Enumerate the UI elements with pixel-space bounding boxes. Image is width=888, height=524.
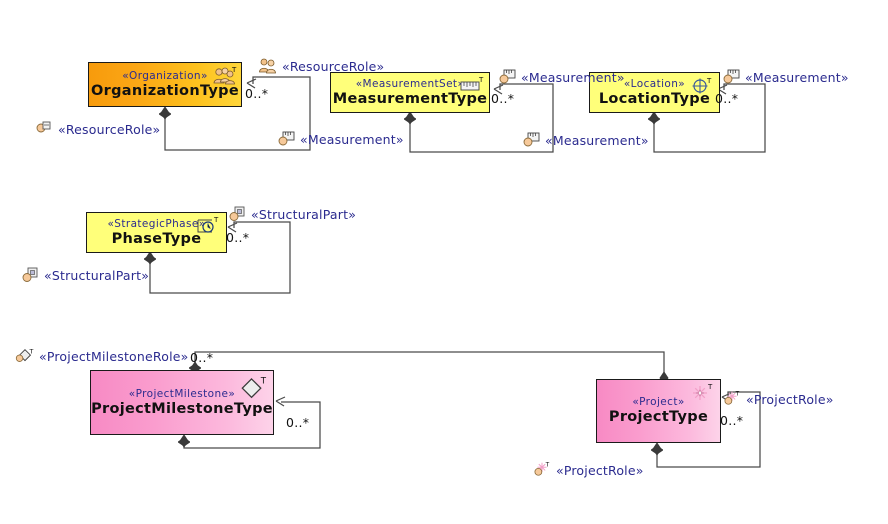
resource-role-people-icon [259, 58, 276, 74]
class-box-phase-type[interactable]: «StrategicPhase» PhaseType T [86, 212, 227, 253]
class-box-measurement-type[interactable]: «MeasurementSet» MeasurementType T [330, 72, 490, 113]
structural-part-icon [229, 206, 245, 221]
class-stereotype: «Organization» [122, 69, 208, 82]
role-label-resourcerole-top[interactable]: «ResourceRole» [258, 57, 384, 75]
role-label-measurement-org[interactable]: «Measurement» [276, 130, 404, 148]
class-stereotype: «ProjectMilestone» [128, 387, 236, 400]
role-label-projectrole-right[interactable]: T «ProjectRole» [722, 390, 834, 408]
role-label-text: «StructuralPart» [251, 206, 357, 222]
project-star-icon: T [693, 383, 713, 400]
class-stereotype: «Location» [623, 77, 686, 90]
measurement-part-icon [523, 132, 540, 147]
multiplicity-phase: 0..* [226, 230, 250, 245]
class-box-project-type[interactable]: «Project» ProjectType T [596, 379, 721, 443]
class-stereotype: «StrategicPhase» [107, 217, 206, 230]
multiplicity-milestone-top: 0..* [190, 350, 214, 365]
measurement-part-icon [499, 69, 516, 84]
role-label-text: «Measurement» [545, 132, 649, 148]
measurement-part-icon [723, 69, 740, 84]
class-name: PhaseType [111, 230, 202, 247]
role-label-measurement-mid[interactable]: «Measurement» [521, 131, 649, 149]
resource-role-person-icon [36, 121, 51, 133]
class-stereotype: «Project» [632, 396, 685, 408]
svg-text:T: T [213, 216, 219, 224]
role-label-resourcerole-left[interactable]: «ResourceRole» [34, 120, 160, 138]
class-name: ProjectType [608, 409, 709, 425]
measurement-part-icon [278, 131, 295, 146]
role-label-text: «Measurement» [521, 69, 625, 85]
location-crosshair-icon: T [692, 77, 712, 94]
class-box-project-milestone-type[interactable]: «ProjectMilestone» ProjectMilestoneType … [90, 370, 274, 435]
role-label-text: «ProjectRole» [746, 391, 834, 407]
milestone-diamond-icon: T [241, 377, 267, 399]
role-label-measurement-location[interactable]: «Measurement» [721, 68, 849, 86]
svg-text:T: T [260, 377, 267, 387]
svg-text:T: T [706, 77, 712, 85]
project-role-icon: T [534, 462, 550, 476]
svg-text:T: T [478, 76, 484, 84]
svg-text:T: T [545, 462, 550, 468]
role-label-text: «Measurement» [300, 131, 404, 147]
role-label-projectmilestonerole[interactable]: T «ProjectMilestoneRole» [15, 347, 189, 365]
role-label-text: «ProjectMilestoneRole» [39, 348, 189, 364]
multiplicity-location: 0..* [715, 91, 739, 106]
multiplicity-milestone-self: 0..* [286, 415, 310, 430]
project-milestone-role-icon: T [15, 348, 34, 362]
project-role-icon: T [724, 391, 740, 405]
organization-people-icon: T [213, 66, 237, 85]
role-label-text: «ProjectRole» [556, 462, 644, 478]
svg-text:T: T [735, 391, 740, 397]
role-label-text: «ResourceRole» [282, 58, 385, 74]
structural-part-icon [22, 267, 38, 282]
role-label-projectrole-bottom[interactable]: T «ProjectRole» [532, 461, 644, 479]
multiplicity-measurement: 0..* [491, 91, 515, 106]
role-label-text: «ResourceRole» [58, 121, 161, 137]
role-label-text: «StructuralPart» [44, 267, 150, 283]
class-stereotype: «MeasurementSet» [355, 77, 465, 90]
multiplicity-project-self: 0..* [720, 413, 744, 428]
svg-text:T: T [231, 66, 237, 74]
role-label-structuralpart-left[interactable]: «StructuralPart» [20, 266, 149, 284]
strategic-phase-clock-icon: T [197, 216, 219, 233]
connector-project-to-milestone [195, 351, 665, 372]
role-label-measurement-set[interactable]: «Measurement» [497, 68, 625, 86]
svg-text:T: T [29, 348, 34, 355]
measurement-ruler-icon: T [460, 76, 484, 91]
role-label-text: «Measurement» [745, 69, 849, 85]
class-name: ProjectMilestoneType [91, 400, 273, 417]
multiplicity-organization: 0..* [245, 86, 269, 101]
role-label-structuralpart-top[interactable]: «StructuralPart» [227, 205, 356, 223]
class-box-organization-type[interactable]: «Organization» OrganizationType T [88, 62, 242, 107]
svg-text:T: T [707, 383, 713, 391]
